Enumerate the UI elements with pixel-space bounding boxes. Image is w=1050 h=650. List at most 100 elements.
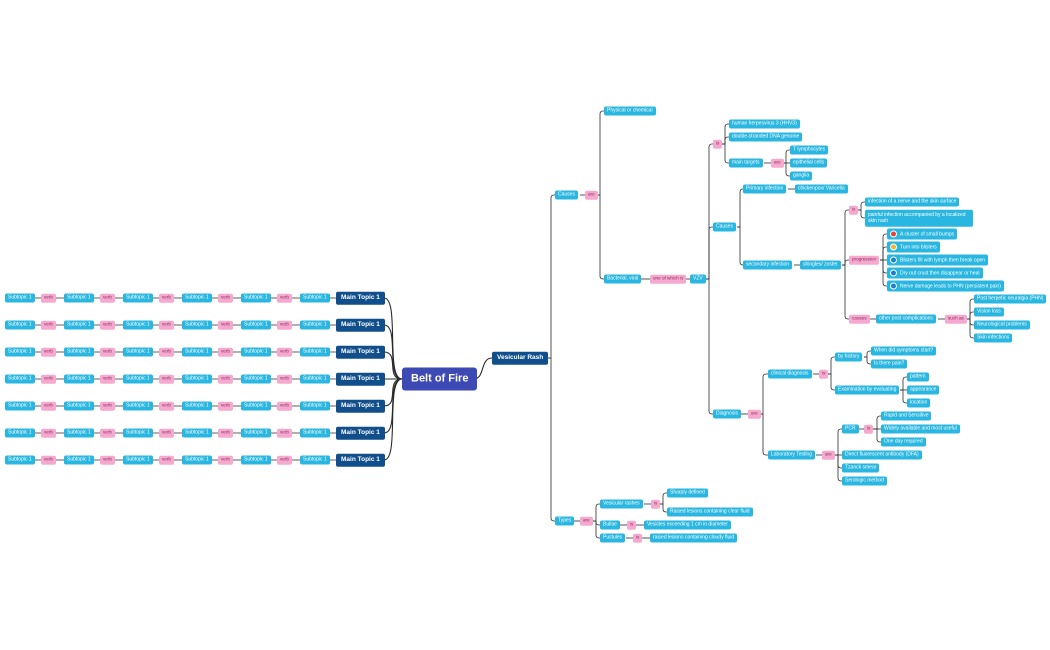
subtopic-4-5[interactable]: Subtopic 1: [241, 374, 271, 384]
progression-step-2[interactable]: Turn into blisters: [887, 241, 940, 253]
vzv-node[interactable]: VZV: [690, 274, 706, 284]
main-topic-2[interactable]: Main Topic 1: [336, 318, 385, 332]
subtopic-1-1[interactable]: Subtopic 1: [5, 293, 35, 303]
subtopic-5-1[interactable]: Subtopic 1: [5, 401, 35, 411]
dfa-node[interactable]: Direct fluorescent antibody (DFA): [842, 450, 922, 460]
ganglia-node[interactable]: ganglia: [790, 171, 813, 181]
subtopic-4-4[interactable]: Subtopic 1: [182, 374, 212, 384]
pattern-node[interactable]: pattern: [907, 372, 929, 382]
progression-step-5[interactable]: Nerve damage leads to PHN (persistent pa…: [887, 280, 1004, 292]
chickenpox-node[interactable]: chickenpox/ Varicella: [795, 184, 848, 194]
subtopic-1-5[interactable]: Subtopic 1: [241, 293, 271, 303]
subtopic-2-1[interactable]: Subtopic 1: [5, 320, 35, 330]
vzv-causes-node[interactable]: Causes: [713, 222, 736, 232]
subtopic-3-3[interactable]: Subtopic 1: [123, 347, 153, 357]
main-topic-5[interactable]: Main Topic 1: [336, 399, 385, 413]
subtopic-6-5[interactable]: Subtopic 1: [241, 428, 271, 438]
pustules-node[interactable]: Pustules: [600, 533, 626, 543]
bullae-node[interactable]: Bullae: [600, 520, 620, 530]
subtopic-1-3[interactable]: Subtopic 1: [123, 293, 153, 303]
subtopic-2-4[interactable]: Subtopic 1: [182, 320, 212, 330]
raised-cloudy-node[interactable]: raised lesions containing cloudy fluid: [650, 533, 738, 543]
subtopic-4-1[interactable]: Subtopic 1: [5, 374, 35, 384]
progression-step-3[interactable]: Blisters fill with lymph then break open: [887, 254, 989, 266]
subtopic-5-6[interactable]: Subtopic 1: [300, 401, 330, 411]
vesicular-rashes-node[interactable]: Vesicular rashes: [600, 499, 643, 509]
examination-node[interactable]: Examination by evaluating: [835, 385, 900, 395]
epithelial-cells-node[interactable]: epithelial cells: [790, 158, 828, 168]
subtopic-4-6[interactable]: Subtopic 1: [300, 374, 330, 384]
dsdna-genome-node[interactable]: double-stranded DNA genome: [729, 132, 803, 142]
vesicular-rash-topic[interactable]: Vesicular Rash: [492, 351, 549, 365]
appearance-node[interactable]: appearance: [907, 385, 940, 395]
main-targets-node[interactable]: main targets: [729, 158, 763, 168]
subtopic-3-6[interactable]: Subtopic 1: [300, 347, 330, 357]
subtopic-3-5[interactable]: Subtopic 1: [241, 347, 271, 357]
pain-question-node[interactable]: Is there pain?: [871, 359, 908, 369]
diagnosis-node[interactable]: Diagnosis: [713, 409, 741, 419]
subtopic-4-3[interactable]: Subtopic 1: [123, 374, 153, 384]
main-topic-4[interactable]: Main Topic 1: [336, 372, 385, 386]
types-node[interactable]: Types: [555, 516, 575, 526]
infection-nerve-node[interactable]: infection of a nerve and the skin surfac…: [865, 197, 960, 207]
subtopic-3-1[interactable]: Subtopic 1: [5, 347, 35, 357]
rapid-sensitive-node[interactable]: Rapid and Sensitive: [881, 411, 932, 421]
subtopic-5-2[interactable]: Subtopic 1: [64, 401, 94, 411]
secondary-infection-node[interactable]: secondary infection: [743, 260, 793, 270]
subtopic-7-6[interactable]: Subtopic 1: [300, 455, 330, 465]
subtopic-1-4[interactable]: Subtopic 1: [182, 293, 212, 303]
subtopic-3-2[interactable]: Subtopic 1: [64, 347, 94, 357]
raised-clear-node[interactable]: Raised lesions containing clear fluid: [667, 507, 753, 517]
serologic-node[interactable]: Serologic method: [842, 476, 887, 486]
complication-2[interactable]: Vision loss: [974, 307, 1004, 317]
subtopic-2-5[interactable]: Subtopic 1: [241, 320, 271, 330]
subtopic-1-6[interactable]: Subtopic 1: [300, 293, 330, 303]
other-complications-node[interactable]: other post complications: [876, 314, 936, 324]
subtopic-6-4[interactable]: Subtopic 1: [182, 428, 212, 438]
causes-node[interactable]: Causes: [555, 190, 578, 200]
primary-infection-node[interactable]: Primary infection: [743, 184, 787, 194]
subtopic-7-5[interactable]: Subtopic 1: [241, 455, 271, 465]
subtopic-2-3[interactable]: Subtopic 1: [123, 320, 153, 330]
widely-available-node[interactable]: Widely available and most useful: [881, 424, 960, 434]
tzanck-node[interactable]: Tzanck smear: [842, 463, 880, 473]
hhv3-node[interactable]: human herpesvirus 3 (HHV3): [729, 119, 800, 129]
subtopic-6-3[interactable]: Subtopic 1: [123, 428, 153, 438]
progression-step-4[interactable]: Dry out crust then disappear or heal: [887, 267, 983, 279]
subtopic-7-2[interactable]: Subtopic 1: [64, 455, 94, 465]
central-topic[interactable]: Belt of Fire: [402, 367, 478, 391]
subtopic-2-2[interactable]: Subtopic 1: [64, 320, 94, 330]
subtopic-7-1[interactable]: Subtopic 1: [5, 455, 35, 465]
laboratory-testing-node[interactable]: Laboratory Testing: [768, 450, 816, 460]
shingles-zoster-node[interactable]: shingles/ zoster: [800, 260, 841, 270]
main-topic-7[interactable]: Main Topic 1: [336, 453, 385, 467]
subtopic-7-3[interactable]: Subtopic 1: [123, 455, 153, 465]
painful-infection-node[interactable]: painful infection accompanied by a local…: [865, 209, 973, 227]
clinical-diagnosis-node[interactable]: clinical diagnosis: [768, 369, 812, 379]
subtopic-4-2[interactable]: Subtopic 1: [64, 374, 94, 384]
subtopic-6-1[interactable]: Subtopic 1: [5, 428, 35, 438]
subtopic-1-2[interactable]: Subtopic 1: [64, 293, 94, 303]
subtopic-7-4[interactable]: Subtopic 1: [182, 455, 212, 465]
complication-3[interactable]: Neurological problems: [974, 320, 1030, 330]
t-lymphocytes-node[interactable]: T lymphocytes: [790, 145, 829, 155]
when-start-node[interactable]: When did symptoms start?: [871, 346, 937, 356]
subtopic-5-3[interactable]: Subtopic 1: [123, 401, 153, 411]
subtopic-5-4[interactable]: Subtopic 1: [182, 401, 212, 411]
physical-chemical-node[interactable]: Physical or chemical: [604, 106, 656, 116]
main-topic-3[interactable]: Main Topic 1: [336, 345, 385, 359]
subtopic-6-2[interactable]: Subtopic 1: [64, 428, 94, 438]
by-history-node[interactable]: by history: [835, 352, 863, 362]
pcr-node[interactable]: PCR: [842, 424, 859, 434]
bacterial-viral-node[interactable]: Bacterial, viral: [604, 274, 642, 284]
main-topic-6[interactable]: Main Topic 1: [336, 426, 385, 440]
subtopic-2-6[interactable]: Subtopic 1: [300, 320, 330, 330]
subtopic-6-6[interactable]: Subtopic 1: [300, 428, 330, 438]
subtopic-5-5[interactable]: Subtopic 1: [241, 401, 271, 411]
location-node[interactable]: location: [907, 398, 931, 408]
one-day-node[interactable]: One day required: [881, 437, 926, 447]
complication-4[interactable]: Skin infections: [974, 333, 1013, 343]
vesicles-exceeding-node[interactable]: Vesicles exceeding 1 cm in diameter: [644, 520, 731, 530]
subtopic-3-4[interactable]: Subtopic 1: [182, 347, 212, 357]
progression-step-1[interactable]: A cluster of small bumps: [887, 228, 958, 240]
